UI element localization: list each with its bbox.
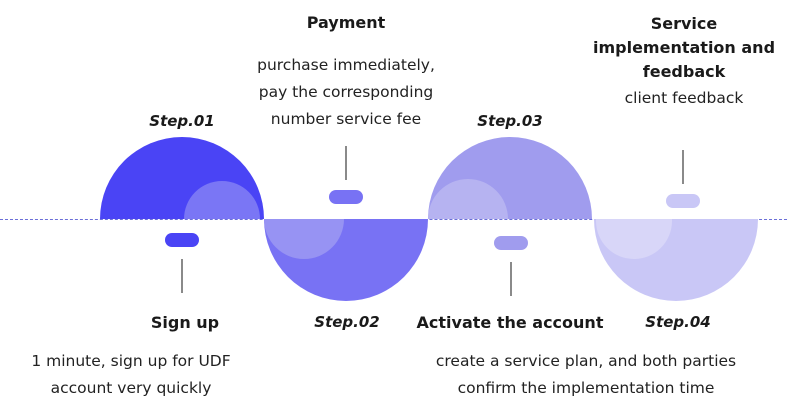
step2-description: purchase immediately, pay the correspond… — [222, 52, 470, 133]
step1-connector — [181, 259, 183, 293]
step1-title: Sign up — [150, 313, 220, 332]
step1-inner-circle — [184, 181, 260, 219]
step1-description: 1 minute, sign up for UDF account very q… — [0, 348, 262, 402]
step4-inner-circle — [596, 219, 672, 259]
step4-label: Step.04 — [645, 313, 711, 331]
step2-label: Step.02 — [314, 313, 380, 331]
step1-desc-line: 1 minute, sign up for UDF — [31, 352, 231, 370]
step2-desc-line: purchase immediately, — [257, 56, 435, 74]
step4-shape — [594, 219, 758, 301]
step3-desc-line: create a service plan, and both parties — [435, 352, 737, 370]
step4-title-line: implementation and — [592, 38, 776, 57]
step4-desc-line: client feedback — [624, 89, 744, 107]
step3-title: Activate the account — [416, 313, 604, 332]
step1-label: Step.01 — [149, 112, 215, 130]
step2-title: Payment — [306, 13, 386, 32]
step3-connector — [510, 262, 512, 296]
step1-shape — [100, 137, 264, 219]
step3-inner-circle — [428, 179, 508, 219]
step2-connector — [345, 146, 347, 180]
step4-description: client feedback — [584, 85, 784, 112]
step2-shape — [264, 219, 428, 301]
step2-marker — [329, 190, 363, 204]
step4-connector — [682, 150, 684, 184]
step3-shape — [428, 137, 592, 219]
step4-title-line: feedback — [642, 62, 726, 81]
step3-desc-line: confirm the implementation time — [457, 379, 715, 397]
step1-desc-line: account very quickly — [50, 379, 212, 397]
step3-marker — [494, 236, 528, 250]
step1-marker — [165, 233, 199, 247]
step2-desc-line: pay the corresponding — [258, 83, 434, 101]
step4-marker — [666, 194, 700, 208]
step3-description: create a service plan, and both parties … — [400, 348, 772, 402]
step4-title: Service implementation and feedback — [574, 12, 787, 84]
step2-desc-line: number service fee — [270, 110, 422, 128]
step3-label: Step.03 — [477, 112, 543, 130]
step2-inner-circle — [264, 219, 344, 259]
step4-title-line: Service — [650, 14, 718, 33]
